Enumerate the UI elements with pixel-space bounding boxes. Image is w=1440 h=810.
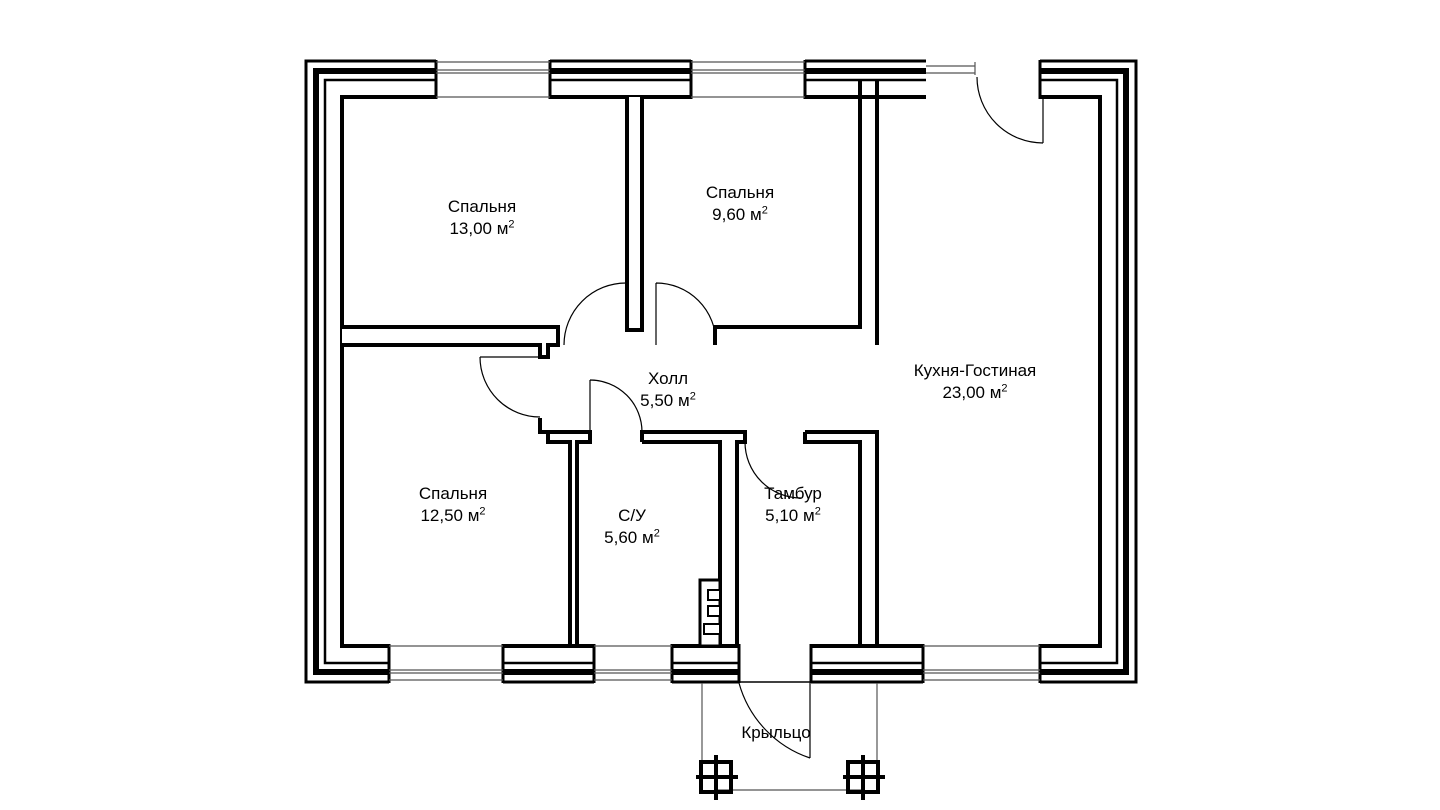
porch-column-icon [696, 755, 738, 800]
room-name: Тамбур [764, 484, 822, 503]
area-exp: 2 [814, 505, 821, 518]
room-label-kitchen-living: Кухня-Гостиная 23,00 м2 [914, 360, 1037, 404]
room-area: 12,50 [420, 506, 463, 525]
area-unit: м [642, 528, 654, 547]
room-name: С/У [618, 506, 646, 525]
room-area: 9,60 [712, 205, 746, 224]
room-area: 13,00 [449, 219, 492, 238]
windows [389, 61, 1040, 681]
area-exp: 2 [1001, 382, 1008, 395]
room-name: Спальня [705, 183, 775, 202]
room-area: 5,60 [604, 528, 638, 547]
room-name: Спальня [418, 484, 488, 503]
area-unit: м [750, 205, 762, 224]
porch [672, 681, 885, 800]
room-name: Холл [647, 369, 689, 388]
room-label-bedroom-1: Спальня 13,00 м2 [448, 196, 516, 240]
area-exp: 2 [479, 505, 486, 518]
area-exp: 2 [761, 204, 768, 217]
area-unit: м [496, 219, 509, 238]
area-unit: м [803, 506, 815, 525]
area-exp: 2 [689, 390, 696, 403]
porch-column-icon [843, 755, 885, 800]
area-unit: м [678, 391, 690, 410]
door-swings [479, 76, 1044, 759]
room-area: 23,00 [942, 383, 985, 402]
room-area: 5,50 [640, 391, 674, 410]
room-label-porch: Крыльцо [741, 722, 810, 744]
room-label-bedroom-2: Спальня 9,60 м2 [706, 182, 774, 226]
room-label-hall: Холл 5,50 м2 [640, 368, 696, 412]
interior-walls [342, 80, 879, 648]
wall-openings [389, 58, 1040, 686]
room-area: 5,10 [765, 506, 799, 525]
room-name: Кухня-Гостиная [913, 361, 1037, 380]
area-exp: 2 [653, 527, 660, 540]
room-name: Спальня [447, 197, 517, 216]
room-name: Крыльцо [741, 723, 811, 742]
room-label-bathroom: С/У 5,60 м2 [604, 505, 660, 549]
area-unit: м [467, 506, 480, 525]
room-label-vestibule: Тамбур 5,10 м2 [764, 483, 822, 527]
opening-jambs [387, 60, 1042, 683]
room-label-bedroom-3: Спальня 12,50 м2 [419, 483, 487, 527]
area-exp: 2 [508, 218, 515, 231]
area-unit: м [989, 383, 1002, 402]
